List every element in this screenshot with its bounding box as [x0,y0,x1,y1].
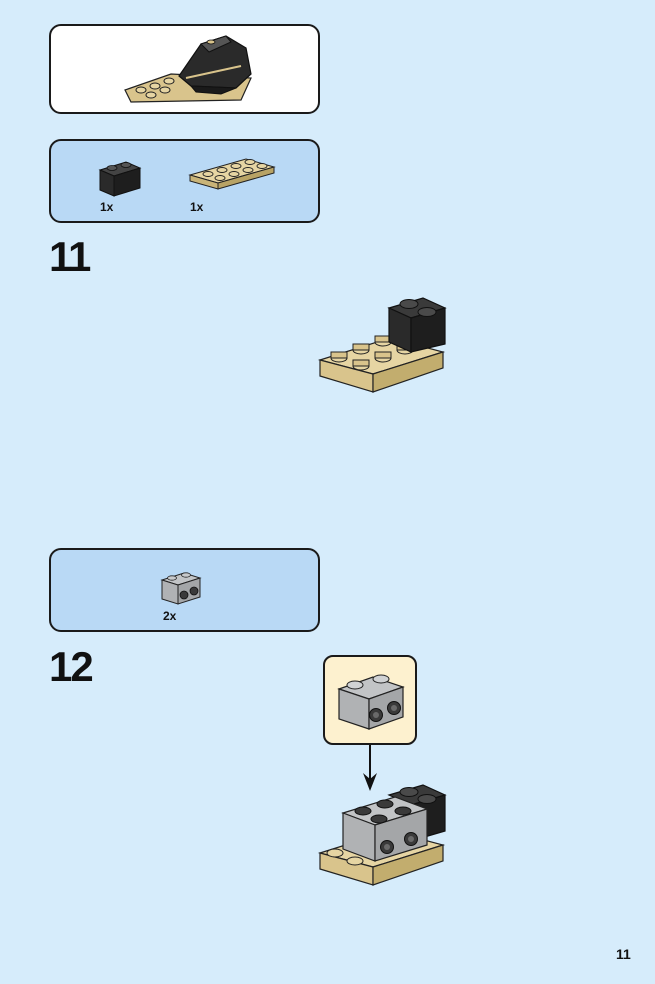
step-number: 12 [49,643,94,690]
parts-box-step-12: 2x [49,548,320,632]
step-number: 11 [49,233,91,280]
part-quantity: 1x [100,200,114,214]
previous-model-box [49,24,320,114]
subassembly-box [323,655,417,745]
grey-brick-callout-image [337,674,405,730]
arrow-down-icon [363,745,377,791]
step-11-assembly-image [317,297,447,393]
parts-box-step-11: 1x 1x [49,139,320,223]
step-12-assembly-image [317,784,447,886]
part-quantity: 2x [163,609,177,623]
part-tan-plate-2x4-image [188,158,276,190]
page-number: 11 [616,946,631,962]
part-quantity: 1x [190,200,204,214]
part-black-brick-1x2-image [98,161,142,197]
part-grey-brick-1x2-studs-on-side-image [160,572,202,605]
model-preview-image [124,35,252,103]
